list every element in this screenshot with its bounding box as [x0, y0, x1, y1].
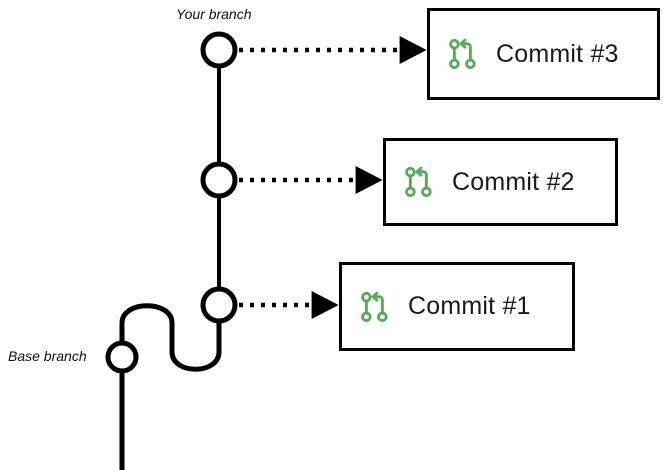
git-pull-request-icon — [405, 166, 432, 198]
git-pull-request-icon — [449, 38, 476, 70]
commit-label-commit-3: Commit #3 — [496, 39, 619, 68]
commit-label-commit-2: Commit #2 — [452, 167, 575, 196]
node-commit-2[interactable] — [200, 161, 238, 199]
commit-label-commit-1: Commit #1 — [408, 292, 531, 320]
commit-box-commit-2[interactable]: Commit #2 — [383, 138, 618, 226]
node-base-branch[interactable] — [105, 340, 139, 374]
your-branch-label: Your branch — [176, 6, 252, 22]
base-branch-label: Base branch — [8, 348, 87, 364]
commit-box-commit-3[interactable]: Commit #3 — [427, 8, 660, 100]
branch-fork-curve — [119, 303, 222, 372]
git-pull-request-icon — [361, 291, 388, 322]
commit-box-commit-1[interactable]: Commit #1 — [339, 262, 575, 351]
node-commit-1[interactable] — [200, 286, 238, 324]
node-commit-3[interactable] — [200, 31, 238, 69]
